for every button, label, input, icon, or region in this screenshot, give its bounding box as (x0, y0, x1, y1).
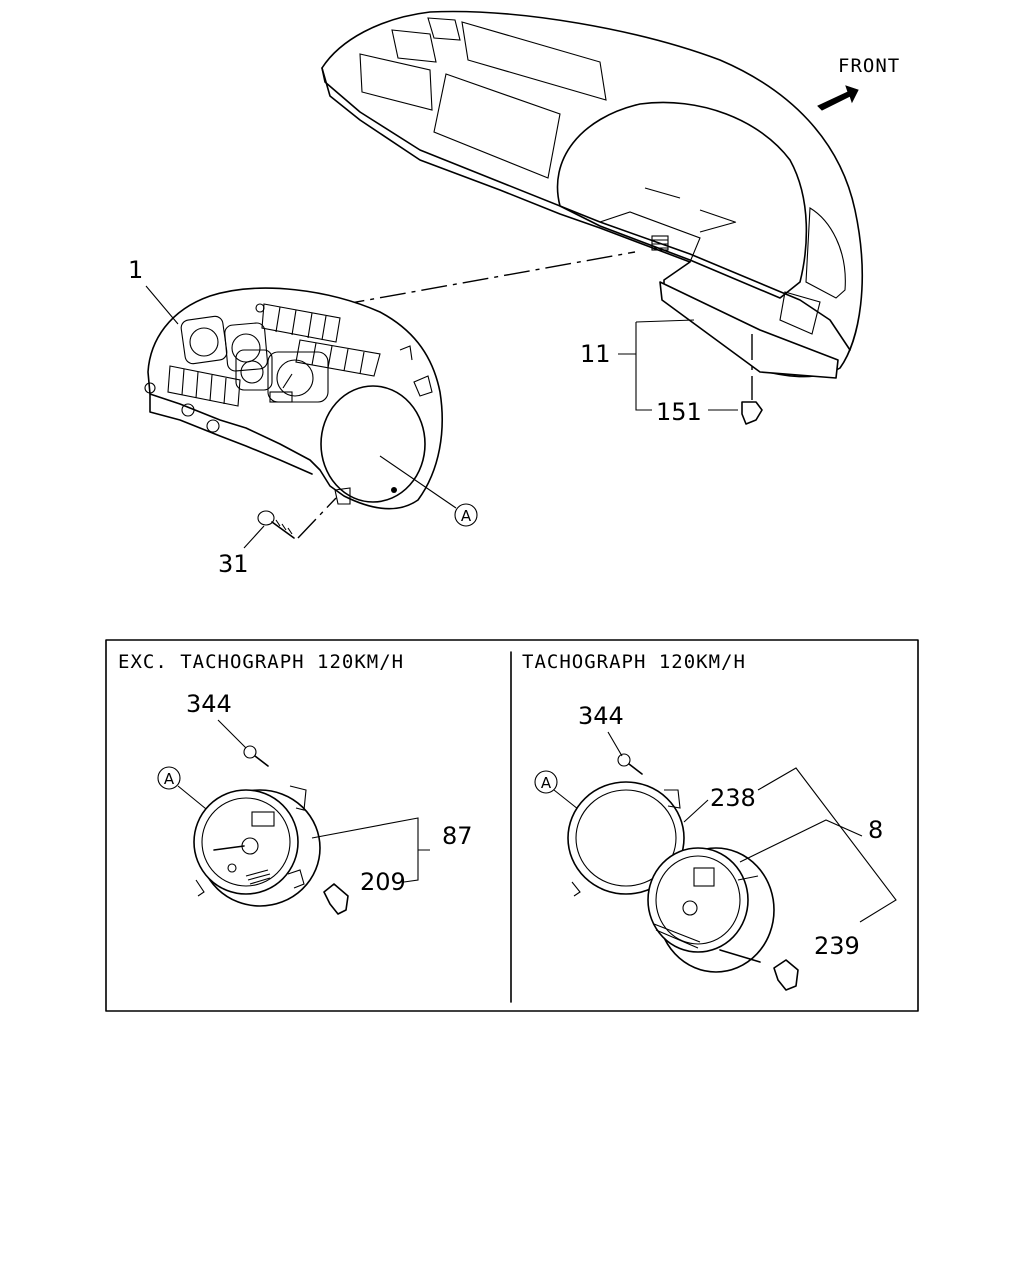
callout-87: 87 (442, 822, 473, 850)
clip-151-icon (741, 401, 763, 425)
callout-344-right: 344 (578, 702, 624, 730)
callout-1: 1 (128, 256, 143, 284)
panel-left-caption: EXC. TACHOGRAPH 120KM/H (118, 651, 404, 673)
clip-239-icon (773, 959, 799, 991)
speedometer-87 (193, 785, 321, 907)
bezel-238 (567, 781, 685, 897)
callout-31: 31 (218, 550, 249, 578)
ref-a-left: A (164, 770, 175, 788)
upper-callouts: 1 11 151 31 A (128, 256, 763, 578)
callout-344-left: 344 (186, 690, 232, 718)
clip-209-icon (323, 883, 349, 915)
speedometer-opening (320, 385, 426, 503)
instrument-cluster (144, 287, 443, 510)
front-label: FRONT (838, 55, 900, 77)
callout-8: 8 (868, 816, 883, 844)
panel-right-caption: TACHOGRAPH 120KM/H (522, 651, 746, 673)
variants-box (105, 639, 919, 1012)
callout-209: 209 (360, 868, 406, 896)
ref-a-right: A (541, 774, 552, 792)
dashboard-panel (321, 10, 863, 379)
callout-11: 11 (580, 340, 611, 368)
panel-tachograph: TACHOGRAPH 120KM/H 344 A 238 8 (522, 651, 897, 991)
small-gauges (180, 315, 329, 403)
screw-31 (257, 497, 337, 539)
tacho-meter-8 (647, 847, 775, 973)
callout-151: 151 (656, 398, 702, 426)
warning-lamps (167, 303, 381, 407)
front-indicator: FRONT (817, 55, 900, 111)
panel-exc-tachograph: EXC. TACHOGRAPH 120KM/H 344 A 87 209 (118, 651, 473, 915)
callout-238: 238 (710, 784, 756, 812)
ref-a-circle: A (461, 507, 472, 525)
callout-239: 239 (814, 932, 860, 960)
arrow-icon (817, 85, 859, 111)
